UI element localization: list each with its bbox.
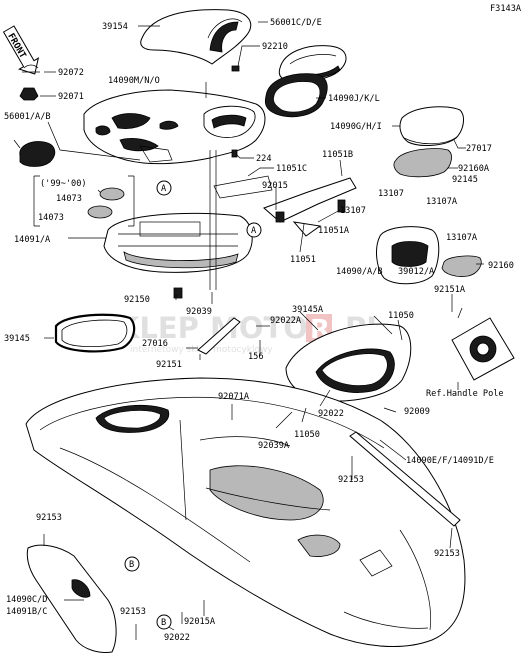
circle-markers: A A B B xyxy=(124,180,262,630)
part-box xyxy=(376,226,440,285)
callout-92039a: 92039A xyxy=(258,441,290,451)
part-bracket xyxy=(197,317,241,355)
callout-11051a: 11051A xyxy=(318,226,350,236)
callout-92009: 92009 xyxy=(404,407,430,417)
callout-92072: 92072 xyxy=(58,68,84,78)
figure-code: F3143A xyxy=(490,4,522,14)
callout-92015a: 92015A xyxy=(184,617,216,627)
callout-14073-b: 14073 xyxy=(38,213,64,223)
callout-11050-b: 11050 xyxy=(294,430,320,440)
callout-11051c: 11051C xyxy=(276,164,307,174)
callout-99-00: ('99~'00) xyxy=(40,179,87,189)
callout-13107a-a: 13107A xyxy=(426,197,458,207)
callout-92015: 92015 xyxy=(262,181,288,191)
callout-39012a: 39012/A xyxy=(398,267,435,277)
callout-92153-b: 92153 xyxy=(36,513,62,523)
callout-14090ab: 14090/A/B xyxy=(336,267,383,277)
callout-92150: 92150 xyxy=(124,295,150,305)
part-hull xyxy=(25,377,466,648)
callout-14091bc: 14091B/C xyxy=(6,607,47,617)
callout-92145: 92145 xyxy=(452,175,478,185)
callout-27016: 27016 xyxy=(142,339,168,349)
callout-92210: 92210 xyxy=(262,42,288,52)
callout-11051: 11051 xyxy=(290,255,316,265)
callout-14090ef: 14090E/F/14091D/E xyxy=(406,456,494,466)
callout-27017: 27017 xyxy=(466,144,492,154)
part-gasket-ring xyxy=(264,73,328,118)
callout-39145: 39145 xyxy=(4,334,30,344)
part-tray xyxy=(103,212,253,273)
date-range-box xyxy=(33,175,135,227)
callout-92160: 92160 xyxy=(488,261,514,271)
part-side-panel xyxy=(26,544,117,653)
callout-13107-a: 13107 xyxy=(378,189,404,199)
part-rods xyxy=(209,150,273,290)
callout-92022-c: 92022 xyxy=(164,633,190,643)
marker-b-1: B xyxy=(129,560,134,570)
part-gasket xyxy=(54,313,136,353)
marker-a-1: A xyxy=(161,184,167,194)
callout-92153-c: 92153 xyxy=(434,549,460,559)
part-small-pad xyxy=(441,255,482,277)
callout-11051b: 11051B xyxy=(322,150,353,160)
part-side-strip xyxy=(349,431,461,527)
callout-14090jkl: 14090J/K/L xyxy=(328,94,380,104)
callout-14090ghi: 14090G/H/I xyxy=(330,122,382,132)
front-indicator: FRONT xyxy=(2,25,40,75)
callout-14090cd: 14090C/D xyxy=(6,595,47,605)
callout-92153-d: 92153 xyxy=(120,607,146,617)
part-seat-cowl xyxy=(140,9,251,65)
callout-92071: 92071 xyxy=(58,92,84,102)
callout-11050-a: 11050 xyxy=(388,311,414,321)
part-knob xyxy=(13,139,56,167)
callout-56001ab: 56001/A/B xyxy=(4,112,51,122)
callout-92071a: 92071A xyxy=(218,392,250,402)
callout-92153-a: 92153 xyxy=(338,475,364,485)
part-console xyxy=(285,323,412,402)
callout-ref-handle-pole: Ref.Handle Pole xyxy=(426,389,504,399)
callout-labels: 39154 56001C/D/E 92072 92210 92071 14090… xyxy=(4,18,514,643)
callout-14091a: 14091/A xyxy=(14,235,51,245)
callout-56001cde: 56001C/D/E xyxy=(270,18,322,28)
callout-92022-b: 92022 xyxy=(318,409,344,419)
part-bolts xyxy=(173,65,346,299)
marker-b-2: B xyxy=(161,618,166,628)
callout-224: 224 xyxy=(256,154,272,164)
part-clip-92071 xyxy=(19,87,39,101)
callout-14073-a: 14073 xyxy=(56,194,82,204)
part-pad xyxy=(393,148,452,178)
part-deck-cover xyxy=(83,89,266,165)
part-handle-pole xyxy=(451,307,515,381)
leader-lines xyxy=(40,21,484,640)
callout-39154: 39154 xyxy=(102,22,128,32)
callout-92039: 92039 xyxy=(186,307,212,317)
callout-39145a: 39145A xyxy=(292,305,324,315)
callout-92022a: 92022A xyxy=(270,316,302,326)
part-clip-92072 xyxy=(22,64,40,73)
callout-13107a-b: 13107A xyxy=(446,233,478,243)
callout-13107-b: 13107 xyxy=(340,206,366,216)
callout-92151a: 92151A xyxy=(434,285,466,295)
callout-92151: 92151 xyxy=(156,360,182,370)
callout-92160a: 92160A xyxy=(458,164,490,174)
callout-156: 156 xyxy=(248,352,264,362)
callout-14090mno: 14090M/N/O xyxy=(108,76,160,86)
marker-a-2: A xyxy=(251,226,257,236)
part-cover-panel xyxy=(399,106,464,146)
